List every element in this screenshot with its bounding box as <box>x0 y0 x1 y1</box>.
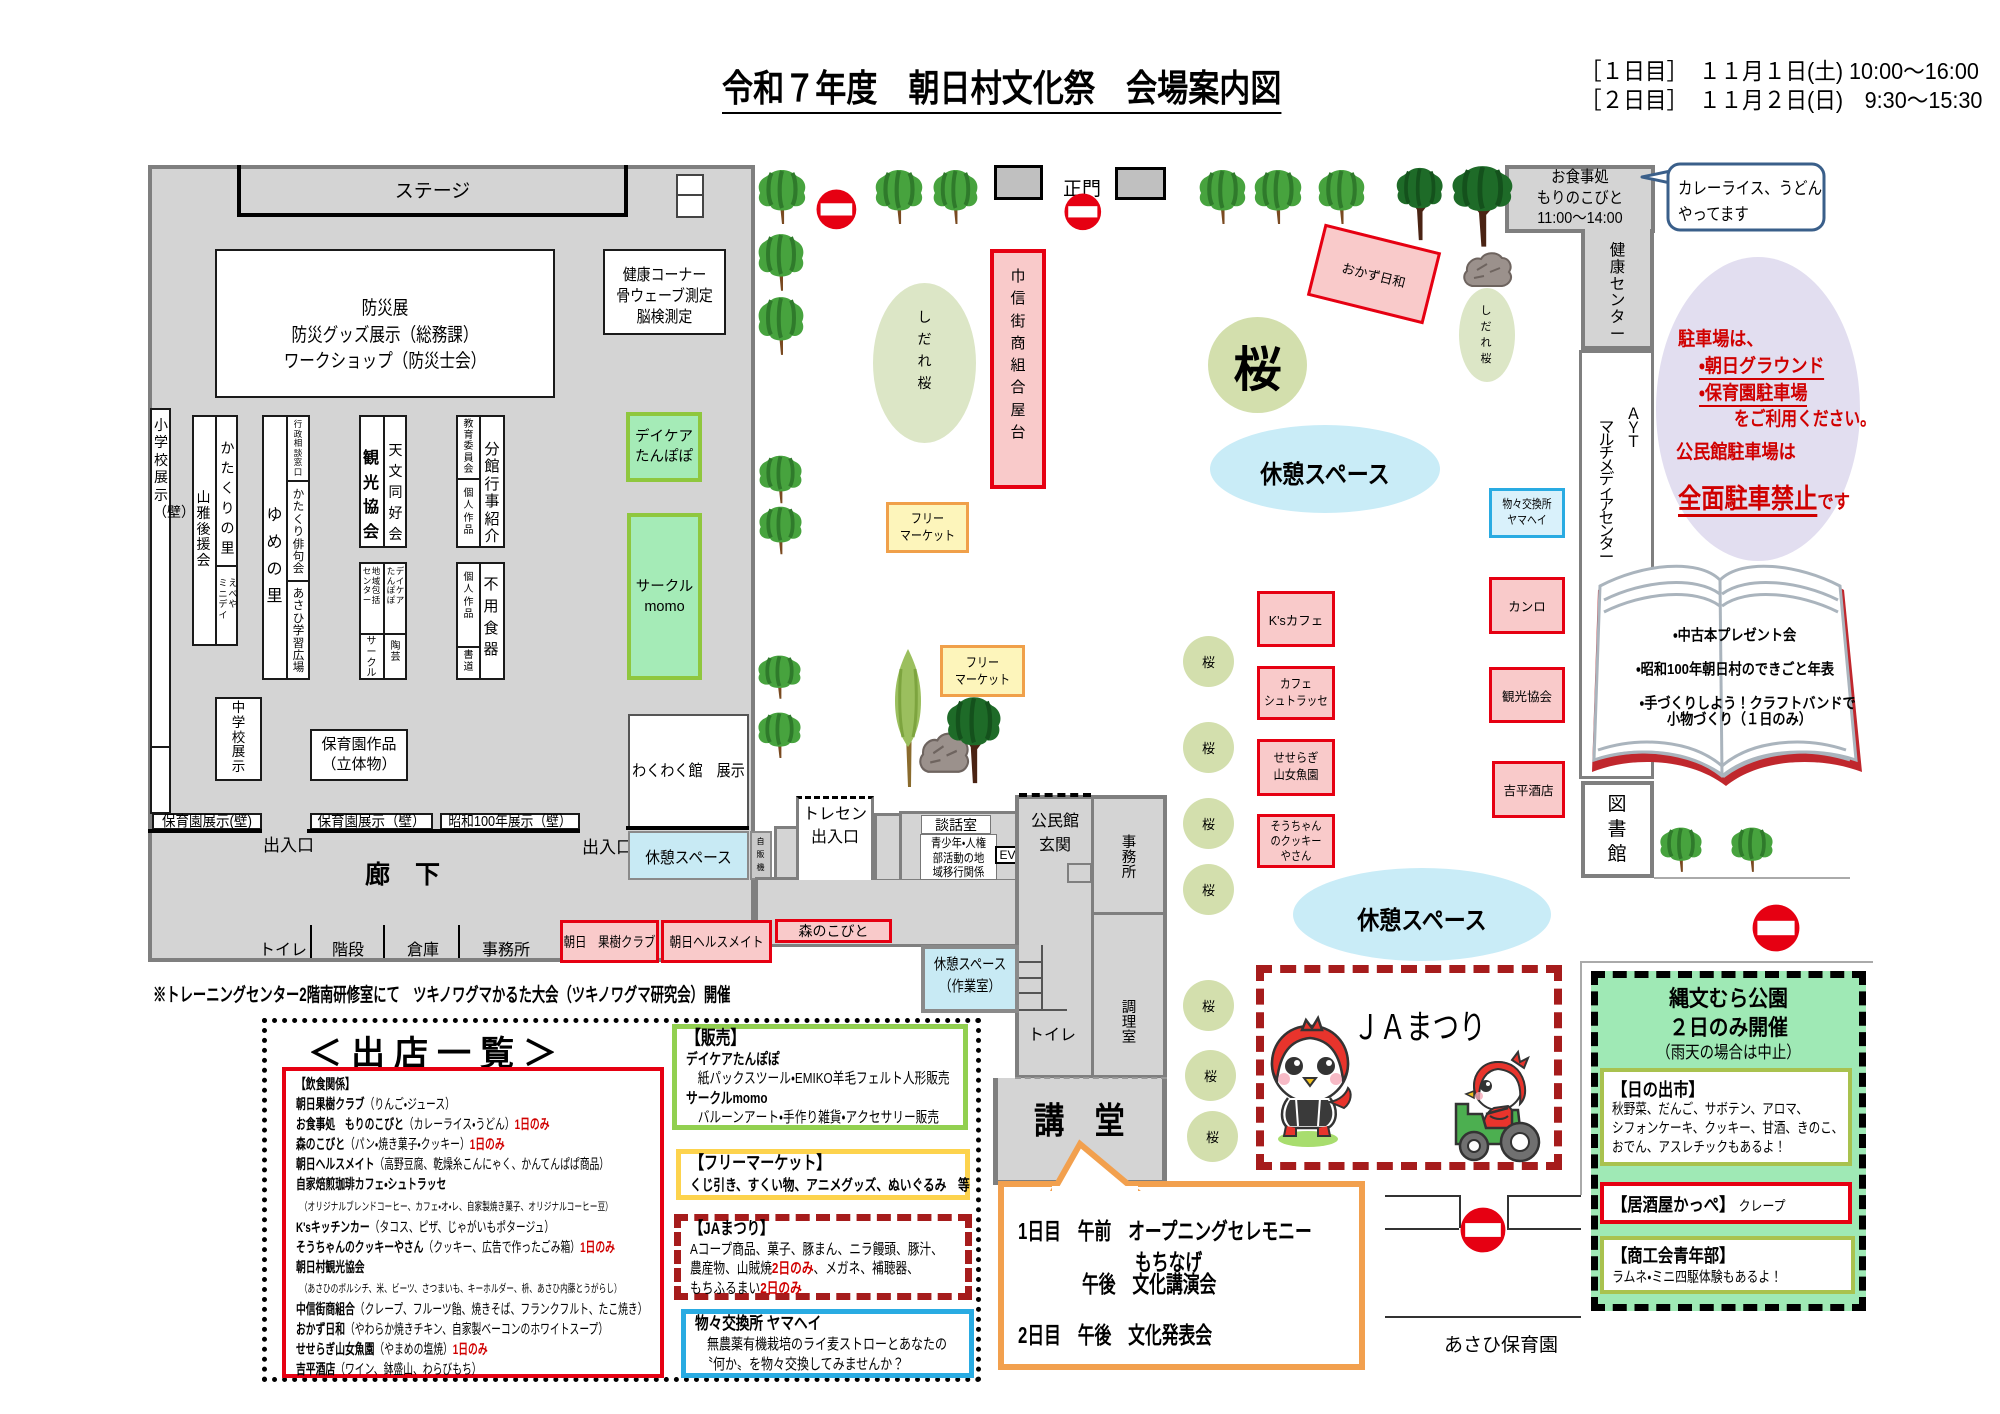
svg-text:・手づくりしよう！クラフトバンドで: ・手づくりしよう！クラフトバンドで <box>1640 694 1856 711</box>
svg-text:小物づくり（１日のみ）: 小物づくり（１日のみ） <box>1667 710 1812 727</box>
svg-text:・昭和100年朝日村のできごと年表: ・昭和100年朝日村のできごと年表 <box>1636 660 1835 677</box>
svg-text:・中古本プレゼント会: ・中古本プレゼント会 <box>1673 626 1797 643</box>
